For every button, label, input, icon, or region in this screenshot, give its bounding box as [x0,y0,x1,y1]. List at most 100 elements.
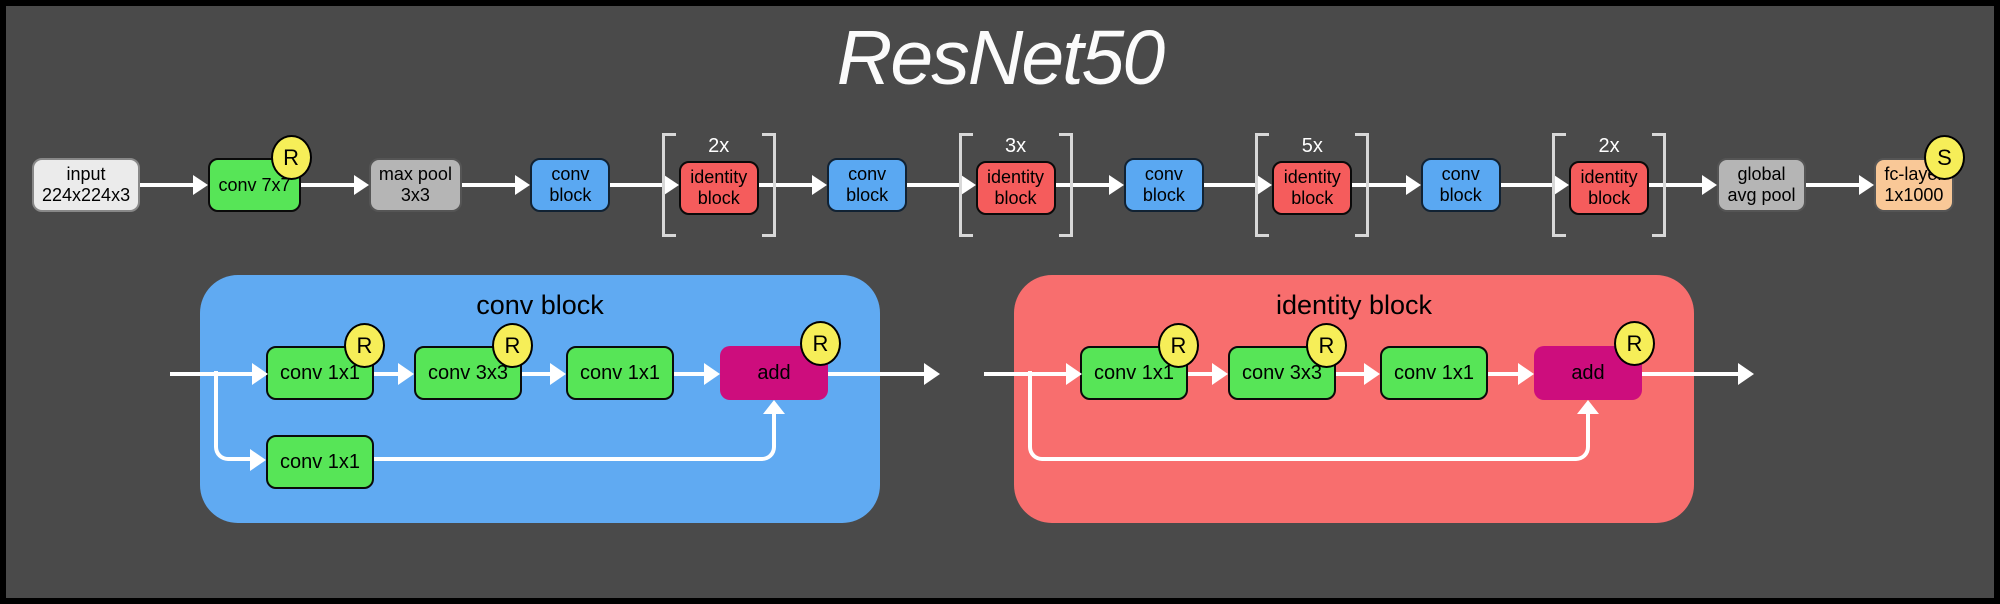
pipeline-block-identity-2: identity block [975,161,1056,215]
block-label: add [757,361,791,384]
conv-block-panel: conv block conv 1x1 R conv 3x3 R conv 1x… [170,275,940,523]
flow-arrow [1488,363,1534,385]
flow-arrow [1649,175,1718,195]
pipeline-block-fc-layer: fc-layer 1x1000 S [1873,135,1965,212]
block-label-line1: identity [690,167,748,188]
exit-arrow [1642,363,1754,385]
repeat-count-label: 3x [1004,135,1027,157]
bracket-right-icon [1652,133,1667,237]
arrow-stem [170,372,252,376]
flow-arrow [1500,175,1570,195]
skip-connection-line [374,414,776,461]
arrow-stem [140,183,194,187]
block-label: conv 1x1 [1393,361,1475,384]
add-block: add R [720,321,841,400]
block-label-line1: conv 7x7 [218,174,291,195]
r-badge: R [800,321,841,366]
arrow-head-icon [1554,175,1570,195]
bracket-right-icon [761,133,776,237]
repeat-group-3: 5x identity block [1255,133,1370,237]
arrow-stem [674,372,704,376]
block-label-line2: 224x224x3 [42,185,131,205]
flow-arrow [907,175,976,195]
panel-title: conv block [476,290,604,320]
arrow-stem [758,183,813,187]
flow-arrow [1805,175,1874,195]
block-label-line2: block [846,185,889,205]
repeat-count-label: 2x [708,135,730,157]
block-label: conv 3x3 [1241,361,1323,384]
conv1x1-block: conv 1x1 [566,346,674,400]
pipeline-block-identity-1: identity block [678,161,759,215]
arrow-stem [610,183,664,187]
block-label-line1: identity [1283,167,1341,188]
up-arrow-head-icon [763,400,785,414]
repeat-group-1: 2x identity block [661,133,776,237]
arrow-head-icon [1257,175,1273,195]
r-badge: R [270,135,312,180]
arrow-head-icon [1518,363,1534,385]
bracket-right-icon [1355,133,1370,237]
arrow-stem [374,372,398,376]
pipeline-block-conv-block-1: conv block [530,158,611,212]
flow-arrow [300,175,369,195]
repeat-count-label: 2x [1598,135,1620,157]
block-label: conv 1x1 [579,361,661,384]
arrow-stem [828,372,924,376]
arrow-stem [1642,372,1738,376]
arrow-head-icon [353,175,369,195]
flow-arrow [1203,175,1273,195]
arrow-stem [1500,183,1555,187]
bracket-left-icon [661,133,676,237]
arrow-head-icon [1212,363,1228,385]
arrow-stem [300,183,354,187]
flow-arrow [610,175,679,195]
block-label-line1: global [1737,164,1786,185]
flow-arrow [758,175,828,195]
flow-arrow [522,363,566,385]
arrow-head-icon [1364,363,1380,385]
arrow-head-icon [704,363,720,385]
arrow-head-icon [924,363,940,385]
exit-arrow [828,363,940,385]
arrow-stem [1805,183,1859,187]
pipeline-block-conv7x7: conv 7x7 R [208,135,312,212]
block-label-line2: 1x1000 [1884,185,1944,205]
block-label-line1: identity [1580,167,1638,188]
bracket-left-icon [1552,133,1567,237]
pipeline-block-conv-block-4: conv block [1420,158,1501,212]
entry-arrow [170,363,268,385]
flow-arrow [374,363,414,385]
bracket-right-icon [1058,133,1073,237]
arrow-head-icon [1108,175,1124,195]
conv1x1-block: conv 1x1 R [1080,323,1199,400]
block-label-line1: identity [986,167,1045,188]
arrow-head-icon [1738,363,1754,385]
diagram-title: ResNet50 [836,15,1165,101]
conv1x1-block: conv 1x1 R [266,323,385,400]
arrow-head-icon [193,175,209,195]
flow-arrow [461,175,531,195]
repeat-group-2: 3x identity block [958,133,1073,237]
arrow-stem [984,372,1066,376]
pipeline-block-global-avg-pool: global avg pool [1717,158,1806,212]
arrow-head-icon [663,175,679,195]
r-badge: R [1158,323,1199,368]
r-badge: R [1614,321,1655,366]
block-label: conv 1x1 [279,361,361,384]
arrow-stem [1055,183,1109,187]
flow-arrow [140,175,209,195]
pipeline-block-identity-4: identity block [1569,161,1650,215]
panel-title: identity block [1275,290,1433,320]
flow-arrow [674,363,720,385]
bracket-left-icon [1255,133,1270,237]
block-label: conv 1x1 [1093,361,1175,384]
conv1x1-block: conv 1x1 [1380,346,1488,400]
pipeline-block-conv-block-2: conv block [827,158,908,212]
skip-connection-line [1324,414,1590,461]
arrow-stem [1203,183,1258,187]
arrow-head-icon [812,175,828,195]
block-label: conv 3x3 [427,361,509,384]
shortcut-arrow [250,449,266,471]
conv3x3-block: conv 3x3 R [414,323,533,400]
